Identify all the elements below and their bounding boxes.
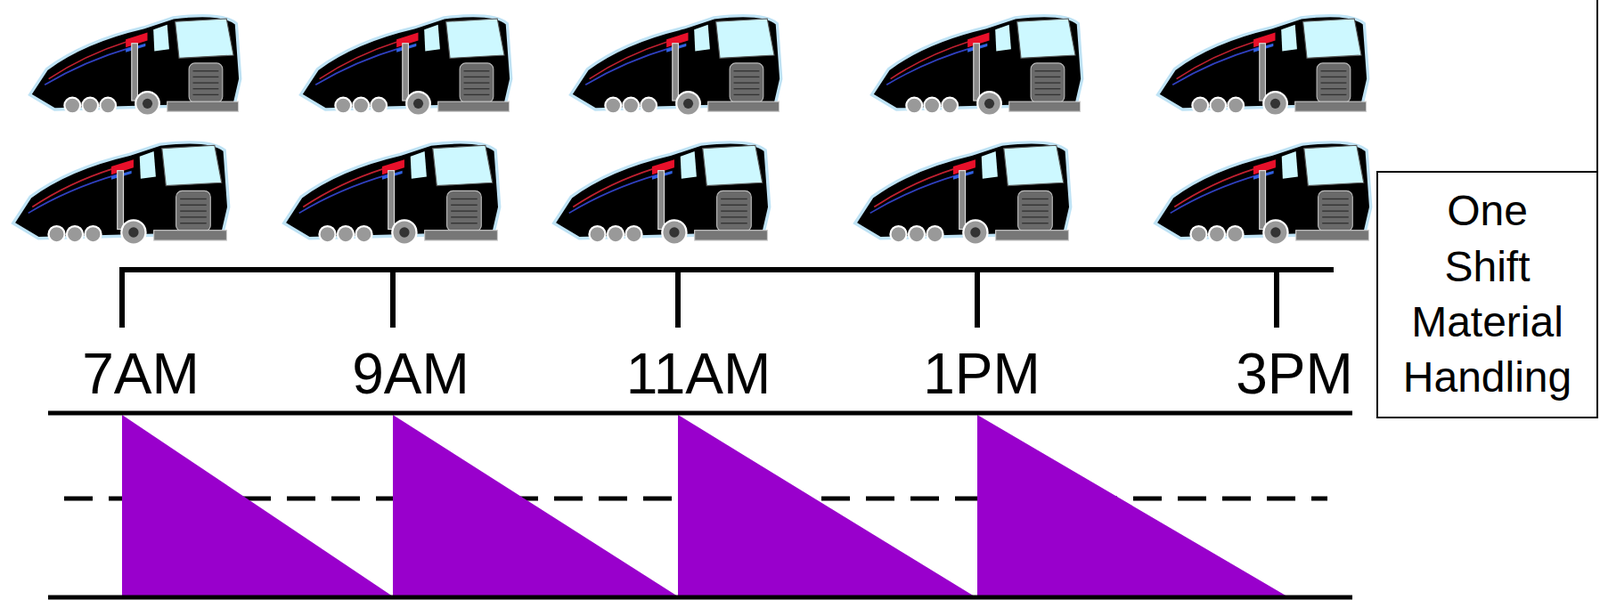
timeline-tick xyxy=(974,269,980,328)
truck-icon xyxy=(554,142,770,245)
time-label: 7AM xyxy=(81,345,200,403)
timeline-bracket xyxy=(119,269,1334,328)
time-label: 3PM xyxy=(1235,345,1354,403)
truck-icon xyxy=(13,142,229,245)
timeline-tick xyxy=(390,269,396,328)
inventory-triangle xyxy=(122,415,393,597)
time-label: 9AM xyxy=(351,345,470,403)
inventory-triangle xyxy=(977,415,1288,597)
label-box: One Shift Material Handling xyxy=(1376,171,1599,419)
chart-top-line xyxy=(48,411,1353,417)
truck-icon xyxy=(872,16,1083,116)
inventory-triangle xyxy=(392,415,678,597)
frame-line xyxy=(1596,0,1599,172)
inventory-triangle xyxy=(677,415,975,597)
truck-icon xyxy=(301,16,512,116)
time-label: 1PM xyxy=(922,345,1041,403)
chart-bottom-line xyxy=(48,595,1353,600)
truck-icon xyxy=(1155,142,1372,245)
truck-icon xyxy=(284,142,500,245)
inventory-sawtooth xyxy=(122,415,1288,597)
truck-illustrations xyxy=(13,16,1372,245)
truck-icon xyxy=(30,16,241,116)
timeline-axis xyxy=(119,267,1334,273)
timeline-tick xyxy=(1273,269,1280,328)
truck-icon xyxy=(855,142,1071,245)
truck-icon xyxy=(571,16,782,116)
box-label: One Shift Material Handling xyxy=(1403,183,1572,407)
truck-icon xyxy=(1158,16,1369,116)
timeline-tick xyxy=(119,269,125,328)
timeline-tick xyxy=(675,269,681,328)
time-label: 11AM xyxy=(626,345,771,403)
